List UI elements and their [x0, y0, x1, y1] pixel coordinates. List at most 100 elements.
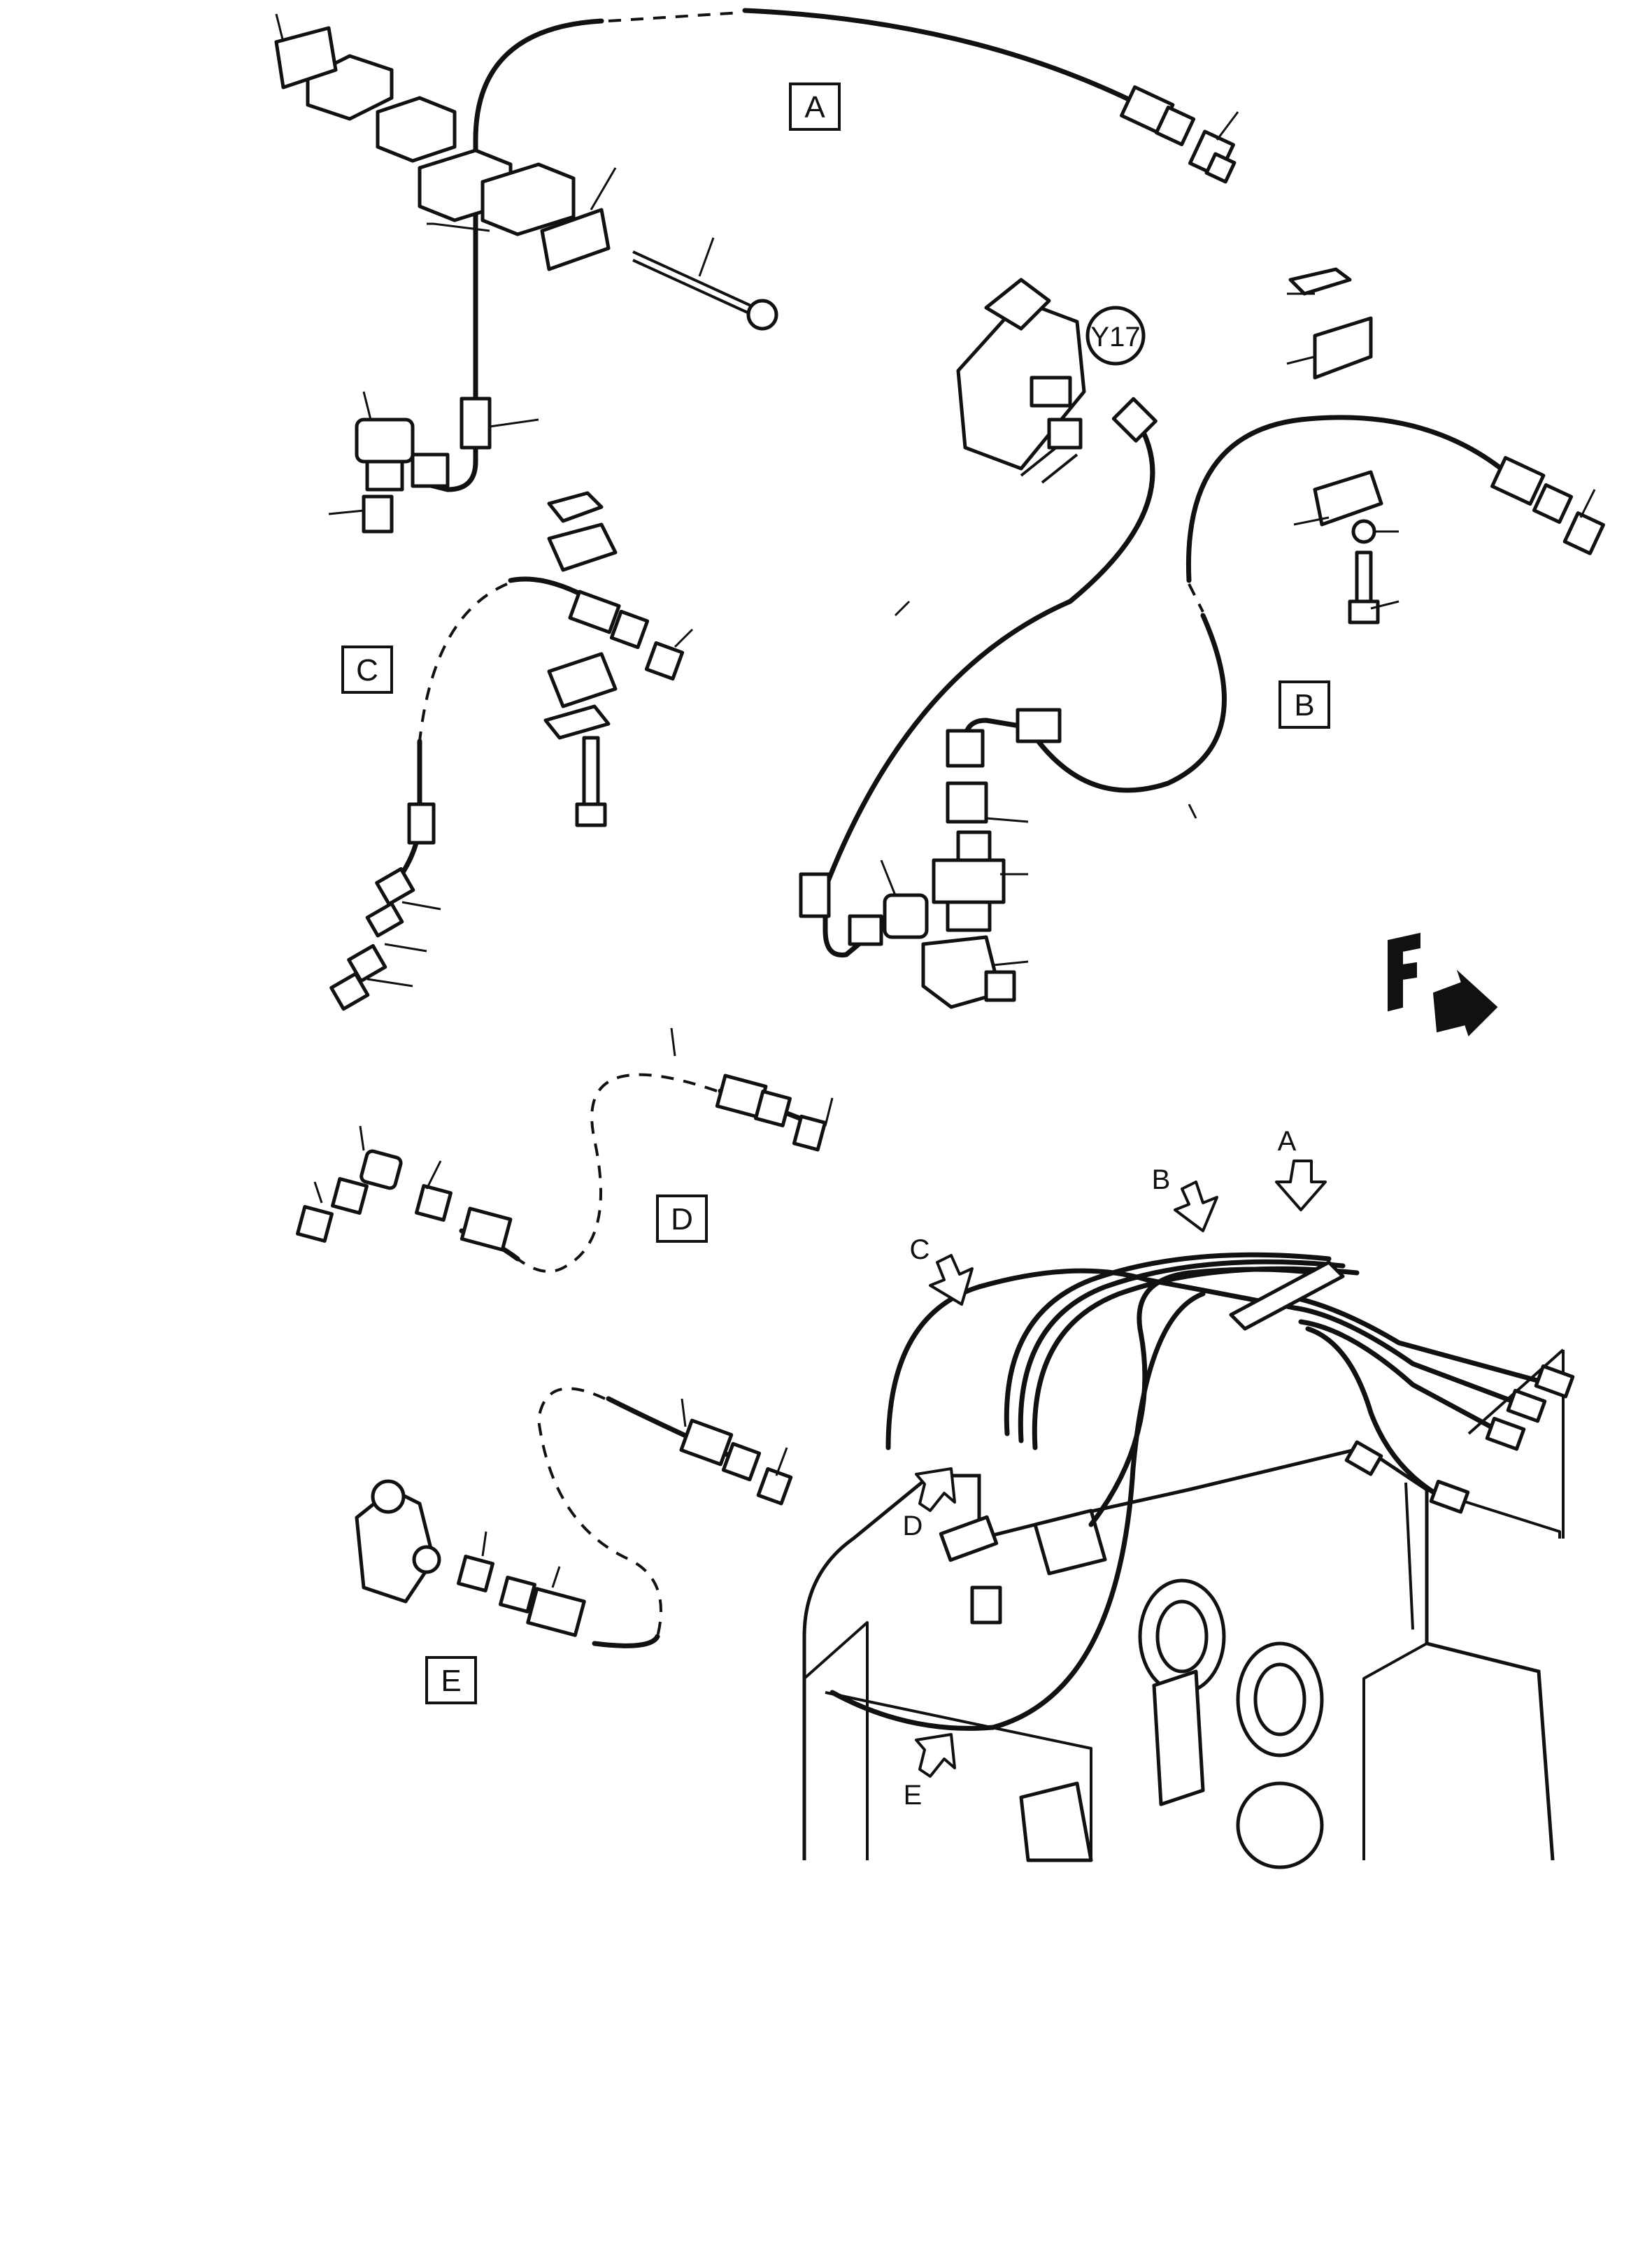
letter-f-shape — [1388, 932, 1420, 1012]
connector-c — [644, 641, 685, 681]
leader-c2 — [384, 943, 427, 953]
leader-b11 — [1370, 600, 1400, 610]
hose-e-nut-low — [499, 1576, 536, 1613]
valve-y17-fitting — [1030, 376, 1072, 408]
hose-y17-nut — [1111, 397, 1158, 443]
callout-d: D — [903, 1511, 923, 1541]
adapter-e — [457, 1555, 494, 1592]
label-d: D — [671, 1202, 693, 1236]
adapter-b1 — [946, 781, 988, 824]
hose-d-break — [516, 1073, 718, 1273]
machine-overview: A B C D E — [802, 1126, 1575, 1869]
bolt-a-head — [746, 299, 778, 331]
label-b-box — [1279, 680, 1330, 729]
housing-panel — [825, 1691, 1092, 1860]
label-a: A — [804, 90, 825, 124]
housing-step — [1362, 1642, 1427, 1860]
component-block-1 — [1033, 1509, 1107, 1576]
clamp-half-4 — [480, 162, 576, 236]
leader-b12 — [1579, 489, 1596, 518]
leader-d1 — [670, 1027, 676, 1057]
hose-d-nut-top — [754, 1090, 792, 1127]
overview-hose-right-3 — [1298, 1319, 1507, 1436]
leader-a5 — [489, 418, 539, 428]
overview-fitting-4 — [1429, 1479, 1470, 1514]
leader-c4 — [674, 628, 694, 648]
leader-a7 — [328, 509, 364, 515]
leader-d3 — [359, 1125, 365, 1151]
hose-c-break — [418, 583, 508, 742]
valve-y17-wires — [1020, 446, 1078, 484]
valve-y17-cap — [984, 278, 1051, 331]
elbow-b-thread — [984, 970, 1016, 1002]
connector-a-thread — [1204, 152, 1237, 184]
hose-e-ferrule-top — [679, 1418, 734, 1467]
fitting-nut-big — [883, 893, 929, 939]
callout-b: B — [1152, 1164, 1171, 1195]
hose-e-break — [536, 1387, 662, 1637]
bolt-a-shaft — [632, 250, 756, 309]
direction-arrow — [1432, 969, 1498, 1036]
hose-b-arc — [1185, 415, 1521, 583]
overview-bundle-clamp — [1229, 1260, 1345, 1331]
leader-b2 — [1188, 804, 1197, 819]
overview-small-valve — [970, 1585, 1002, 1625]
leader-a3 — [590, 167, 617, 211]
housing-top-edge — [1426, 1488, 1561, 1539]
callout-a: A — [1278, 1126, 1297, 1157]
plate-c-top — [547, 491, 604, 523]
callout-e: E — [904, 1780, 923, 1811]
clamp-c-top — [547, 522, 618, 572]
overview-hose-c — [885, 1268, 1297, 1450]
hose-y17-elbow-nut — [848, 914, 883, 946]
group-e-assembly: E — [355, 1387, 793, 1704]
overview-fitting-3 — [1485, 1416, 1526, 1451]
clamp-b-top — [1313, 316, 1373, 380]
valve-y17-fitting-2 — [1047, 418, 1083, 450]
hose-b-ferrule-low — [1016, 708, 1062, 743]
bolt-a-shaft-2 — [632, 259, 756, 318]
group-c-assembly: C — [329, 491, 694, 1011]
adapter-d3 — [296, 1205, 334, 1243]
bolt-b-head — [1348, 599, 1380, 625]
callout-arrow-d — [915, 1467, 956, 1512]
label-e-box — [425, 1656, 477, 1704]
hose-a-break — [608, 11, 742, 22]
overview-fitting-2 — [1506, 1388, 1547, 1423]
hose-c-nut-top — [609, 609, 650, 650]
hose-a-lower-ferrule — [460, 397, 492, 450]
leader-b8 — [1286, 355, 1316, 365]
adapter-d2 — [331, 1177, 369, 1215]
leader-b9 — [1293, 516, 1330, 526]
callout-arrow-b — [1174, 1181, 1218, 1232]
overview-valve — [939, 1515, 999, 1562]
hub-2-inner — [1253, 1662, 1306, 1736]
leader-c1 — [401, 901, 441, 911]
clamp-c-bottom — [547, 652, 618, 708]
hose-e-nut-top — [721, 1441, 762, 1482]
hose-e-bottom — [592, 1634, 660, 1648]
hose-c-ferrule-low — [407, 802, 436, 845]
valve-e-port — [412, 1545, 441, 1574]
adapter-c2 — [347, 943, 387, 983]
adapter-d1 — [415, 1184, 453, 1222]
leader-d2 — [824, 1097, 834, 1127]
hose-y17-ferrule — [799, 872, 831, 918]
leader-a8 — [1216, 111, 1239, 141]
adapter-c1 — [365, 901, 404, 938]
overview-grommet — [1344, 1440, 1383, 1476]
leader-e1 — [481, 1531, 487, 1557]
group-a-assembly: A — [274, 8, 1239, 534]
leader-b3 — [985, 817, 1029, 823]
overview-hose-b2 — [1018, 1259, 1346, 1443]
label-a-box — [789, 83, 841, 131]
reference-line-1 — [1404, 1482, 1414, 1630]
overview-hose-right-1 — [1270, 1291, 1555, 1388]
label-b: B — [1294, 688, 1314, 722]
leader-e3 — [775, 1447, 788, 1476]
callout-c: C — [910, 1234, 930, 1265]
leader-a6 — [362, 391, 372, 420]
hose-d-ferrule-low — [460, 1206, 513, 1252]
component-block-2 — [1152, 1669, 1205, 1806]
